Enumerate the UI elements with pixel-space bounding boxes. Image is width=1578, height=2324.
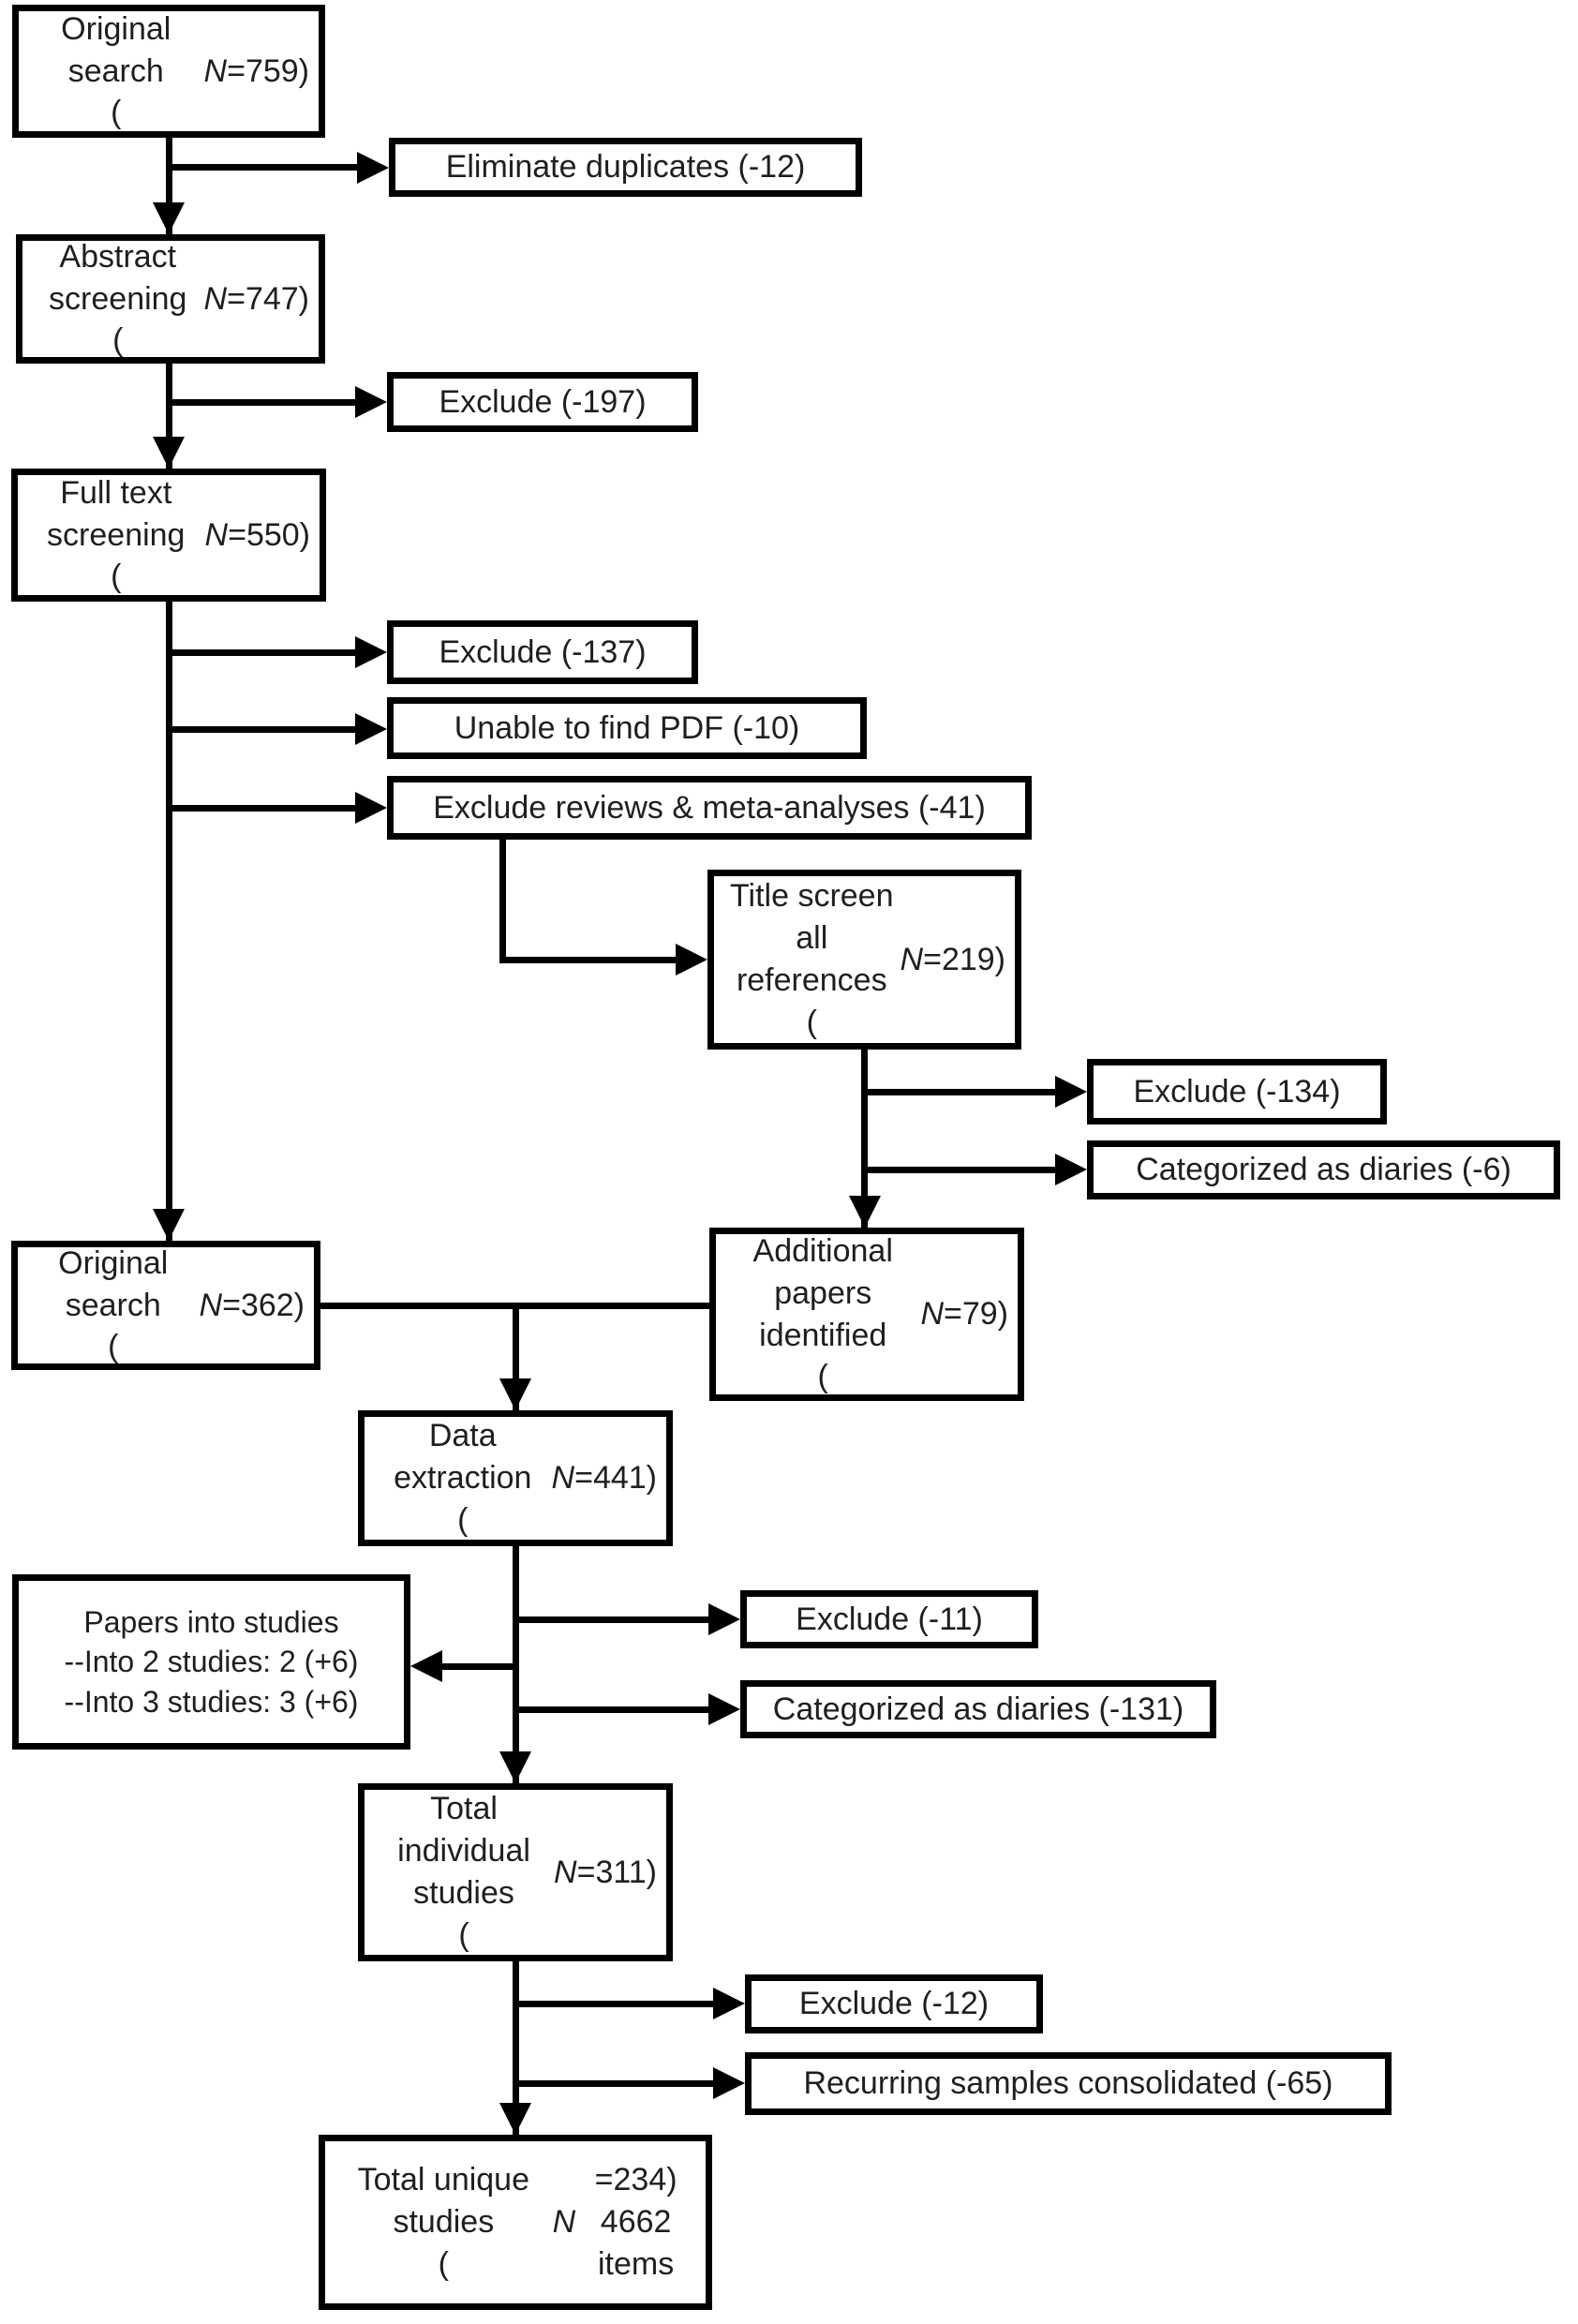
connector-title-down bbox=[861, 1050, 868, 1228]
connector-reviews-to-title-vertical bbox=[499, 840, 506, 963]
branch-papers-into-studies bbox=[442, 1663, 519, 1670]
arrowhead-right-exclude-reviews bbox=[355, 792, 387, 824]
node-data-extraction: Data extraction(N=441) bbox=[358, 1410, 673, 1546]
connector-fulltext-down bbox=[166, 602, 172, 1241]
node-categorized-diaries-131: Categorized as diaries (-131) bbox=[740, 1680, 1216, 1738]
arrowhead-right-exclude-12 bbox=[713, 1988, 745, 2019]
connector-original759-down bbox=[166, 138, 172, 234]
arrowhead-down-full-text-screening bbox=[153, 437, 185, 469]
branch-eliminate-duplicates bbox=[166, 164, 357, 171]
connector-reviews-to-title-horizontal bbox=[499, 957, 676, 963]
branch-unable-to-find-pdf bbox=[166, 726, 355, 733]
arrowhead-right-exclude-134 bbox=[1055, 1076, 1087, 1108]
branch-exclude-137 bbox=[166, 649, 355, 656]
node-categorized-diaries-6: Categorized as diaries (-6) bbox=[1087, 1140, 1560, 1199]
node-eliminate-duplicates: Eliminate duplicates (-12) bbox=[389, 138, 862, 197]
node-full-text-screening: Full text screening(N=550) bbox=[11, 469, 326, 602]
arrowhead-down-abstract-screening bbox=[153, 202, 185, 234]
node-exclude-12: Exclude (-12) bbox=[745, 1974, 1043, 2034]
node-recurring-samples-consolidated: Recurring samples consolidated (-65) bbox=[745, 2052, 1392, 2115]
arrowhead-down-total-individual bbox=[499, 1751, 531, 1783]
node-exclude-11: Exclude (-11) bbox=[740, 1590, 1038, 1648]
arrowhead-left-papers-into-studies bbox=[410, 1650, 442, 1682]
branch-recurring-samples bbox=[513, 2080, 713, 2087]
connector-individual-down bbox=[513, 1961, 519, 2135]
arrowhead-right-categorized-diaries-6 bbox=[1055, 1154, 1087, 1185]
arrowhead-right-recurring-samples bbox=[713, 2067, 745, 2099]
branch-exclude-134 bbox=[861, 1089, 1055, 1095]
branch-exclude-197 bbox=[166, 399, 355, 406]
branch-exclude-12 bbox=[513, 2001, 713, 2007]
node-total-unique-studies: Total unique studies(N=234)4662 items bbox=[319, 2135, 712, 2310]
node-abstract-screening: Abstract screening(N=747) bbox=[16, 234, 325, 364]
branch-categorized-diaries-131 bbox=[513, 1706, 708, 1713]
node-papers-into-studies: Papers into studies--Into 2 studies: 2 (… bbox=[12, 1574, 410, 1750]
arrowhead-down-additional-papers bbox=[849, 1196, 881, 1228]
branch-exclude-reviews bbox=[166, 805, 355, 812]
arrowhead-right-exclude-137 bbox=[355, 636, 387, 668]
node-exclude-137: Exclude (-137) bbox=[387, 620, 698, 684]
arrowhead-right-exclude-197 bbox=[355, 386, 387, 418]
arrowhead-right-eliminate-duplicates bbox=[357, 152, 389, 184]
node-original-search-759: Original search(N=759) bbox=[12, 5, 325, 138]
arrowhead-right-exclude-11 bbox=[708, 1603, 740, 1635]
node-unable-to-find-pdf: Unable to find PDF (-10) bbox=[387, 697, 867, 759]
arrowhead-right-title-screen bbox=[676, 944, 707, 976]
node-exclude-reviews-meta-analyses: Exclude reviews & meta-analyses (-41) bbox=[387, 776, 1032, 840]
arrowhead-down-original-search-362 bbox=[153, 1209, 185, 1241]
branch-exclude-11 bbox=[513, 1616, 708, 1623]
node-exclude-197: Exclude (-197) bbox=[387, 372, 698, 432]
arrowhead-down-data-extraction bbox=[499, 1378, 531, 1410]
arrowhead-right-unable-to-find-pdf bbox=[355, 713, 387, 745]
arrowhead-right-categorized-diaries-131 bbox=[708, 1693, 740, 1725]
arrowhead-down-total-unique bbox=[499, 2103, 531, 2135]
branch-categorized-diaries-6 bbox=[861, 1167, 1055, 1173]
connector-merge-to-data-extraction bbox=[513, 1303, 519, 1410]
node-exclude-134: Exclude (-134) bbox=[1087, 1059, 1387, 1125]
node-original-search-362: Original search(N=362) bbox=[11, 1241, 320, 1370]
connector-abstract-down bbox=[166, 364, 172, 469]
